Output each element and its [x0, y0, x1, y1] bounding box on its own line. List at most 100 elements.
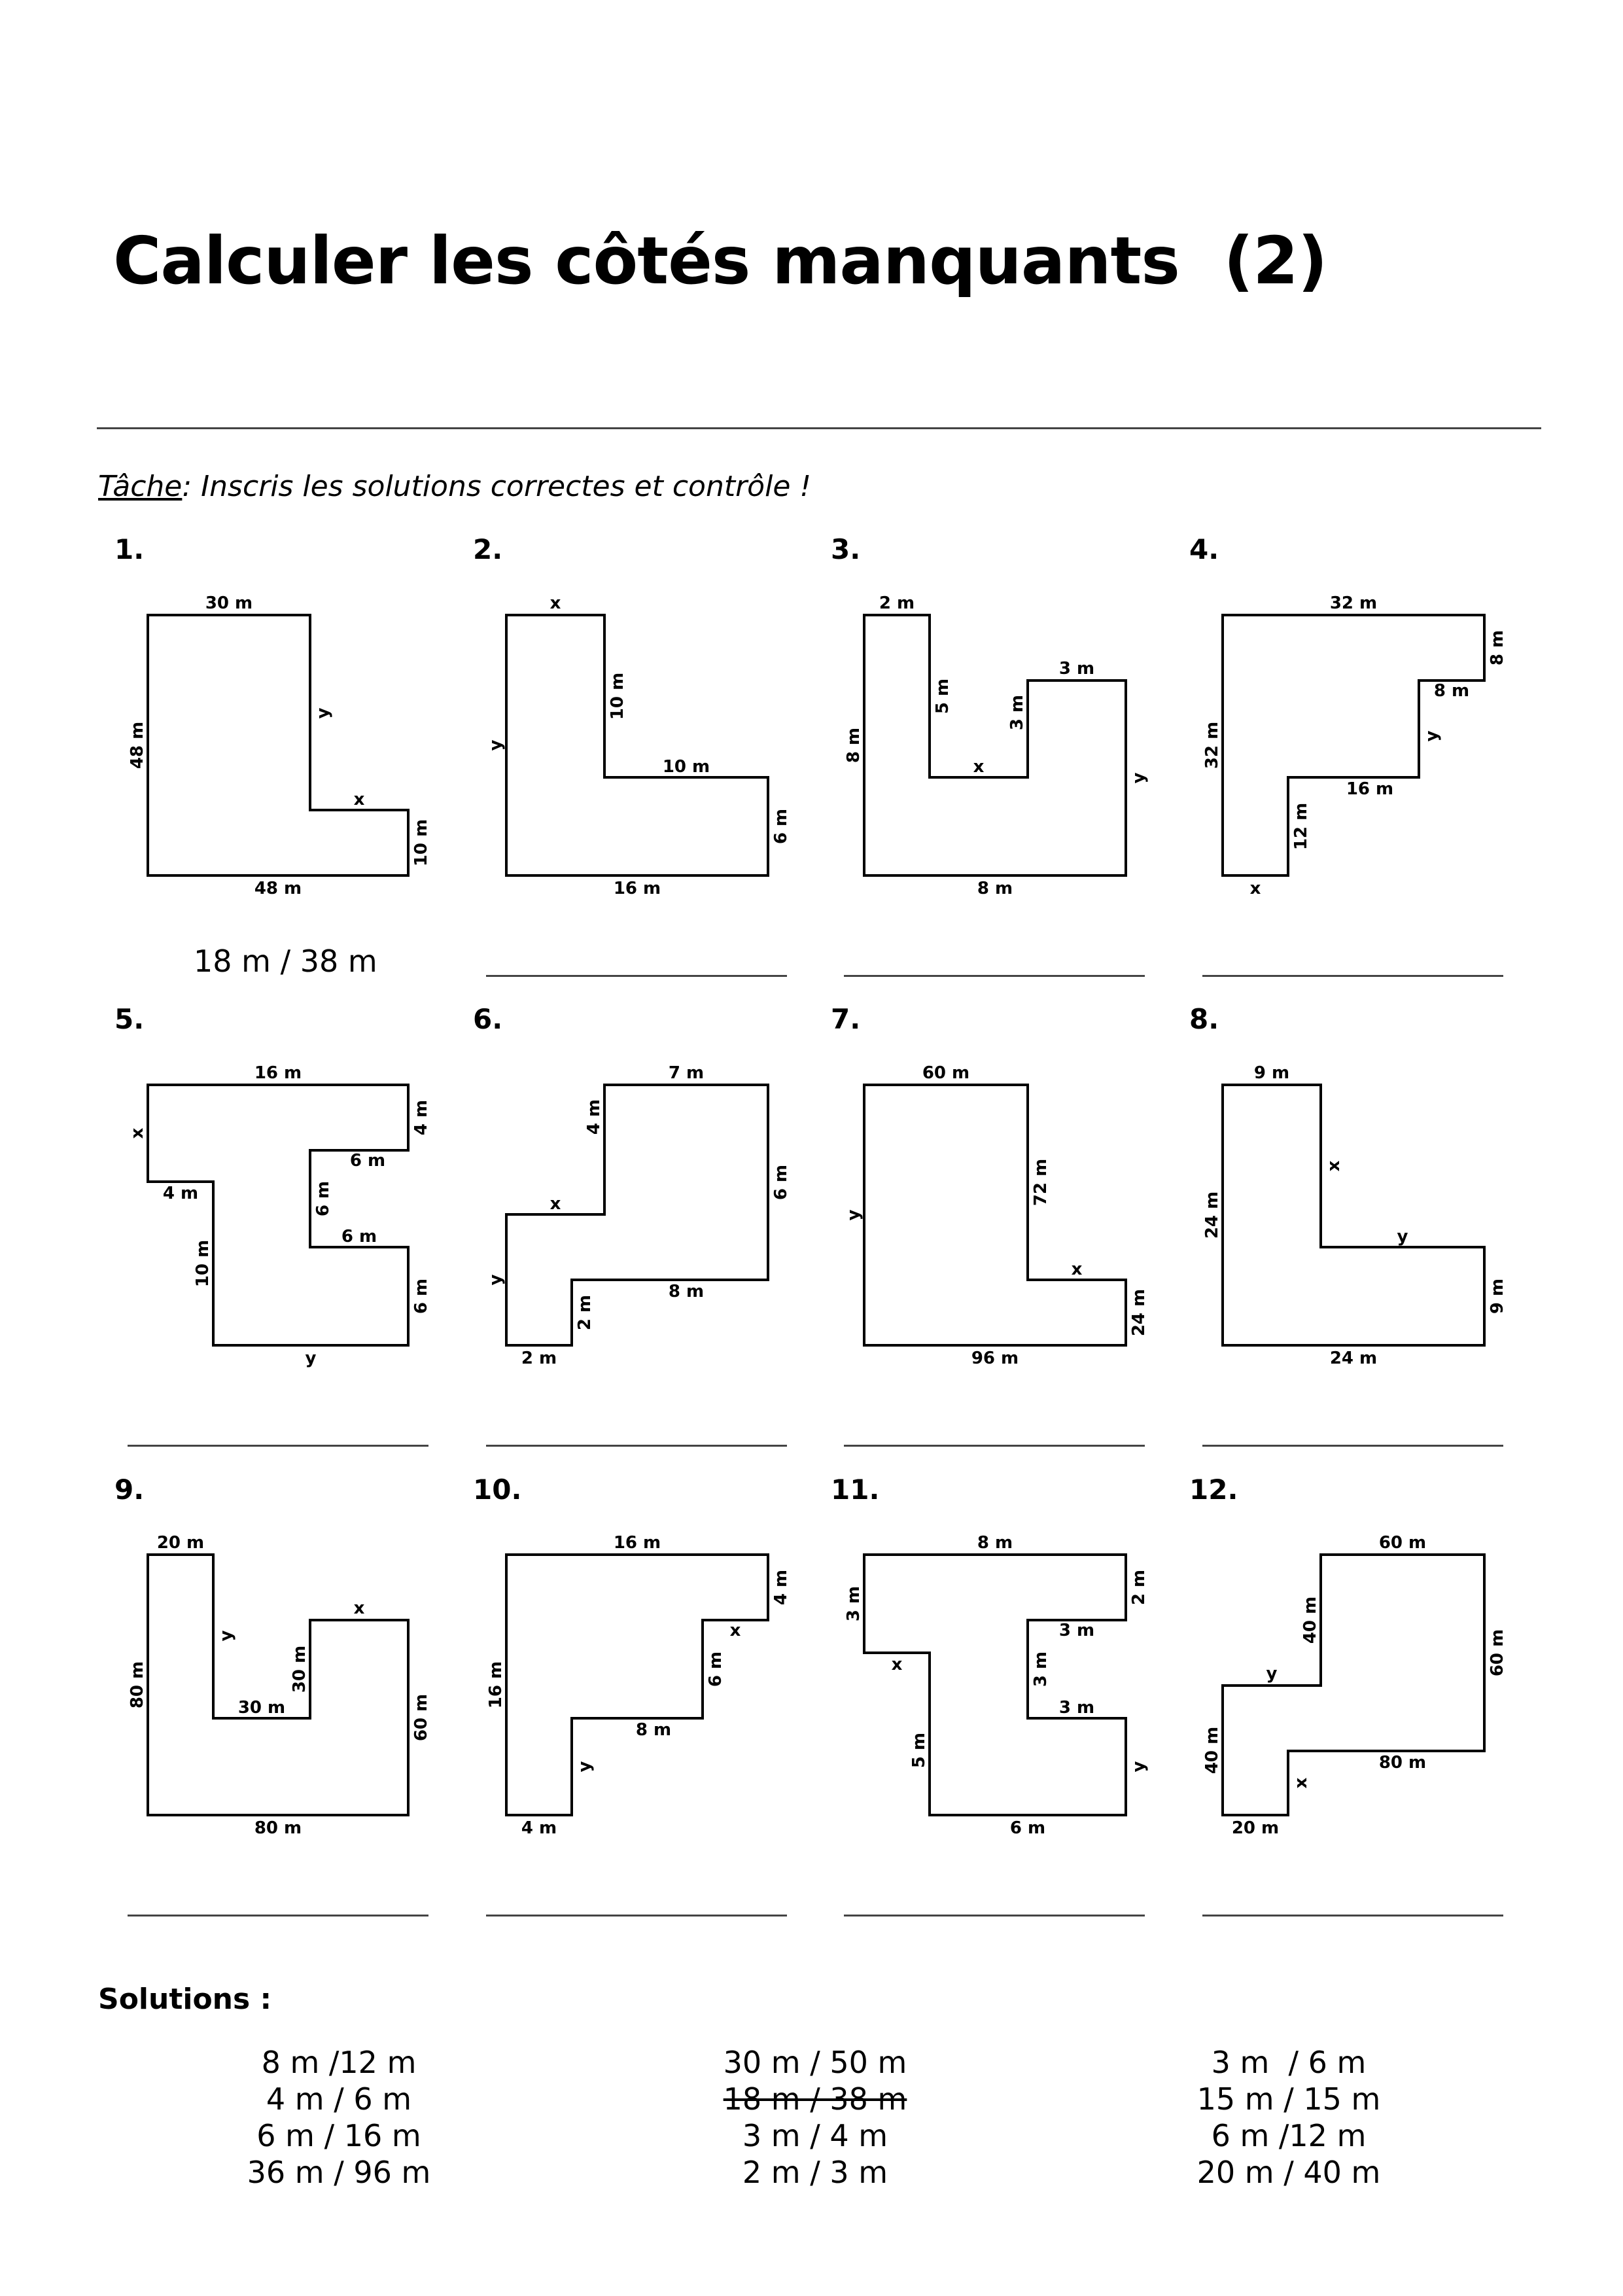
solution-item: 4 m / 6 m	[266, 2081, 412, 2117]
figure-7-label-bottom: 96 m	[971, 1349, 1019, 1368]
figure-5-label-y: y	[305, 1349, 317, 1368]
problem-number-12: 12.	[1189, 1474, 1238, 1506]
solution-item: 36 m / 96 m	[247, 2155, 431, 2190]
figure-7-label-inner-v: 72 m	[1031, 1159, 1051, 1206]
answer-line-12[interactable]	[1202, 1915, 1503, 1916]
figure-11-label-top: 8 m	[977, 1533, 1013, 1553]
figure-4-outline	[1221, 614, 1486, 877]
figure-3-label-top-left: 2 m	[879, 593, 915, 613]
problem-number-4: 4.	[1189, 533, 1219, 565]
figure-9-label-right: 60 m	[411, 1694, 431, 1741]
figure-11-label-left-top: 3 m	[844, 1586, 864, 1621]
answer-line-6[interactable]	[486, 1445, 787, 1447]
figure-3-label-b: 3 m	[1007, 695, 1027, 730]
solutions-column-3: 3 m / 6 m 15 m / 15 m 6 m /12 m 20 m / 4…	[1060, 2044, 1518, 2191]
figure-1-label-bottom: 48 m	[254, 879, 302, 898]
figure-7-label-top: 60 m	[922, 1063, 969, 1083]
problem-number-11: 11.	[831, 1474, 880, 1506]
figure-4-label-right-top: 8 m	[1488, 630, 1507, 665]
figure-11-shape: 8 m 3 m 2 m x 3 m 3 m 3 m 5 m y 6 m	[844, 1533, 1149, 1838]
problem-number-2: 2.	[473, 533, 503, 565]
answer-line-9[interactable]	[128, 1915, 428, 1916]
figure-7-label-y: y	[844, 1209, 864, 1220]
solution-item: 15 m / 15 m	[1196, 2081, 1381, 2117]
figure-10-shape: 16 m 4 m x 6 m 8 m 16 m y 4 m	[486, 1533, 791, 1838]
figure-3-label-y: y	[1129, 772, 1149, 783]
figure-10-label-top: 16 m	[614, 1533, 661, 1553]
figure-8-label-x: x	[1324, 1160, 1344, 1171]
figure-3-label-bottom: 8 m	[977, 879, 1013, 898]
figure-8-label-y: y	[1397, 1227, 1408, 1246]
answer-line-4[interactable]	[1202, 975, 1503, 977]
solutions-title: Solutions :	[98, 1983, 272, 2016]
figure-1-shape: 30 m 48 m y x 10 m 48 m	[128, 593, 431, 898]
figure-5-label-x: x	[128, 1127, 147, 1139]
figure-10-label-a: 6 m	[706, 1651, 725, 1687]
figure-6-label-top: 7 m	[669, 1063, 704, 1083]
figure-1-label-y: y	[313, 707, 333, 718]
task-label: Tâche	[98, 470, 183, 503]
problem-number-5: 5.	[114, 1003, 145, 1035]
figure-10-label-mid: 8 m	[636, 1720, 671, 1740]
answer-line-3[interactable]	[844, 975, 1145, 977]
figure-12-outline	[1221, 1553, 1486, 1816]
figure-3-label-top-right: 3 m	[1059, 659, 1094, 679]
figure-10-label-left: 16 m	[486, 1661, 506, 1708]
figure-4-label-top: 32 m	[1330, 593, 1377, 613]
figure-10-label-y: y	[575, 1761, 595, 1772]
figure-5-label-lower-notch: 6 m	[341, 1227, 377, 1246]
figure-9-label-top-left: 20 m	[157, 1533, 204, 1553]
figure-5-label-top: 16 m	[254, 1063, 302, 1083]
answer-line-7[interactable]	[844, 1445, 1145, 1447]
solutions-column-1: 8 m /12 m 4 m / 6 m 6 m / 16 m 36 m / 96…	[110, 2044, 568, 2191]
figure-11-label-upper-notch: 3 m	[1059, 1621, 1094, 1640]
figure-6-label-x: x	[550, 1194, 561, 1214]
figure-11-label-lower-notch: 3 m	[1059, 1698, 1094, 1718]
title-divider	[97, 427, 1541, 429]
figure-10-label-bottom: 4 m	[521, 1818, 557, 1838]
solution-item: 3 m / 6 m	[1211, 2045, 1367, 2080]
figure-3-shape: 2 m 8 m 5 m x 3 m 3 m y 8 m	[844, 593, 1149, 898]
problem-number-10: 10.	[473, 1474, 522, 1506]
figure-9-label-bottom: 80 m	[254, 1818, 302, 1838]
figure-9-outline	[147, 1553, 410, 1816]
figure-5-label-left-step: 4 m	[163, 1184, 198, 1203]
figure-8-label-top: 9 m	[1254, 1063, 1289, 1083]
figure-9-label-left: 80 m	[128, 1661, 147, 1708]
figure-11-label-notch-v: 3 m	[1031, 1651, 1051, 1687]
figure-12-shape: 60 m 40 m y 60 m 40 m 80 m x 20 m	[1202, 1533, 1507, 1838]
figure-11-label-bottom: 6 m	[1010, 1818, 1045, 1838]
answer-line-10[interactable]	[486, 1915, 787, 1916]
figure-5-outline	[147, 1084, 410, 1347]
solutions-column-2: 30 m / 50 m 18 m / 38 m 3 m / 4 m 2 m / …	[586, 2044, 1044, 2191]
figure-12-label-right: 60 m	[1488, 1629, 1507, 1676]
figure-12-label-top: 60 m	[1379, 1533, 1426, 1553]
answer-line-2[interactable]	[486, 975, 787, 977]
figure-11-label-right-top: 2 m	[1129, 1570, 1149, 1605]
figure-7-label-right: 24 m	[1129, 1289, 1149, 1336]
answer-line-8[interactable]	[1202, 1445, 1503, 1447]
figure-2-label-top: x	[550, 593, 561, 613]
figure-1-label-top: 30 m	[205, 593, 253, 613]
solution-item: 30 m / 50 m	[723, 2045, 907, 2080]
figure-5-shape: 16 m x 4 m 6 m 6 m 6 m 4 m 10 m 6 m y	[128, 1063, 431, 1368]
solution-item: 3 m / 4 m	[742, 2118, 888, 2153]
figure-5-label-upper-notch: 6 m	[350, 1151, 385, 1171]
figure-6-label-bottom: 2 m	[521, 1349, 557, 1368]
figure-7-outline	[863, 1084, 1127, 1347]
figure-1-label-x: x	[354, 790, 365, 809]
problem-number-6: 6.	[473, 1003, 503, 1035]
answer-line-11[interactable]	[844, 1915, 1145, 1916]
figure-12-label-y: y	[1266, 1664, 1278, 1684]
solution-item-struck: 18 m / 38 m	[723, 2081, 907, 2117]
figure-2-label-right: 6 m	[771, 809, 791, 844]
figure-6-shape: 7 m 4 m 6 m x 8 m y 2 m 2 m	[486, 1063, 791, 1368]
figure-3-label-a: 5 m	[933, 679, 952, 714]
problem-number-1: 1.	[114, 533, 145, 565]
solution-item: 2 m / 3 m	[742, 2155, 888, 2190]
figure-6-label-b: 2 m	[575, 1295, 595, 1330]
figure-12-label-x: x	[1291, 1777, 1311, 1788]
figure-4-label-step1: 8 m	[1434, 681, 1469, 701]
answer-line-5[interactable]	[128, 1445, 428, 1447]
